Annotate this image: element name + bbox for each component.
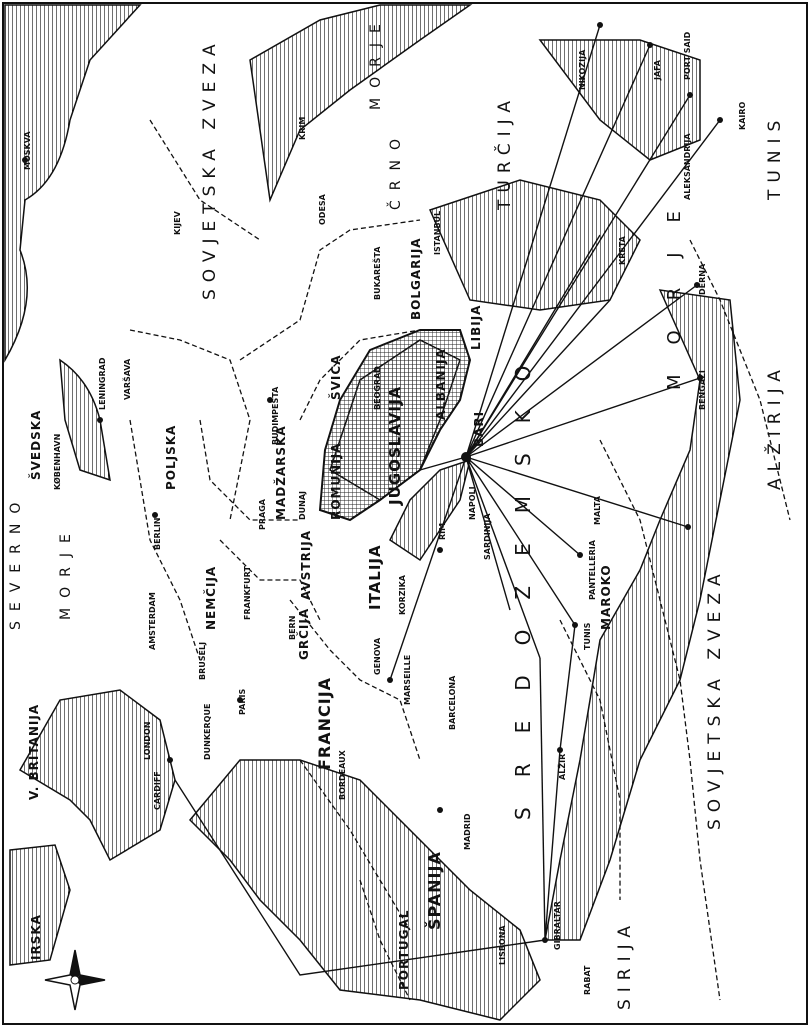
city-krim: KRIM: [298, 117, 307, 140]
label-austria: AVSTRIJA: [299, 530, 313, 600]
yugoslavia-region: [318, 329, 472, 522]
label-black-sea-2: MORJE: [368, 14, 384, 110]
city-port-said: PORT SAID: [683, 31, 692, 80]
city-gibraltar: GIBRALTAR: [553, 901, 562, 950]
label-albania: ALBANIJA: [434, 348, 448, 420]
label-med-2: MORJE: [664, 181, 685, 390]
city-aleksandrija: ALEKSANDRIJA: [683, 133, 692, 200]
city-rabat: RABAT: [583, 965, 592, 995]
city-budimpesta: BUDIMPEŠTA: [269, 386, 280, 445]
city-pantelleria: PANTELLERIA: [588, 539, 597, 600]
label-med-1: SREDOZEMSKO: [511, 336, 535, 820]
city-odesa: ODESA: [318, 193, 327, 225]
label-germany: NEMČIJA: [203, 566, 218, 630]
city-barcelona: BARCELONA: [448, 675, 457, 730]
label-portugal: PORTUGAL: [397, 910, 411, 990]
label-switzerland: GRČIJA: [296, 608, 311, 660]
city-moskva: MOSKVA: [23, 131, 32, 170]
borders: [129, 119, 791, 1001]
compass-rose-icon: [44, 949, 106, 1011]
label-algeria: SOVJETSKA ZVEZA: [705, 567, 725, 830]
label-italy: ITALIJA: [366, 544, 384, 610]
city-bruselj: BRUSELJ: [198, 642, 207, 680]
label-ireland: IRSKA: [29, 914, 43, 960]
label-north-sea-2: MORJE: [58, 524, 74, 620]
label-black-sea-1: ČRNO: [386, 129, 404, 210]
label-czech: MADŽARSKA: [273, 425, 288, 520]
label-romania: ŠVICA: [328, 355, 343, 401]
city-genova: GENOVA: [373, 637, 382, 675]
city-cardiff: CARDIFF: [153, 771, 162, 810]
city-madrid: MADRID: [463, 813, 472, 850]
city-jafa: JAFA: [653, 59, 662, 81]
city-bengazi: BENGAZI: [698, 370, 707, 410]
label-bulgaria: BOLGARIJA: [409, 237, 423, 320]
city-sardinija: SARDINIJA: [483, 513, 492, 560]
label-britain: V. BRITANIJA: [27, 704, 41, 800]
city-amsterdam: AMSTERDAM: [148, 592, 157, 650]
city-bordeaux: BORDEAUX: [338, 749, 347, 800]
city-berlin: BERLIN: [153, 518, 162, 551]
city-lisbona: LISBONA: [498, 925, 507, 965]
city-tunis: TUNIS: [583, 622, 592, 650]
city-bukaresta: BUKAREŠTA: [371, 246, 382, 300]
city-bern: BERN: [288, 616, 297, 640]
city-rim: RIM: [438, 523, 447, 540]
city-kreta: KRETA: [618, 235, 627, 265]
city-dunaj: DUNAJ: [298, 491, 307, 520]
city-kobenhavn: KØBENHAVN: [52, 434, 62, 490]
city-frankfurt: FRANKFURT: [243, 566, 252, 620]
label-ussr: SOVJETSKA ZVEZA: [200, 37, 220, 300]
label-yugoslavia: JUGOSLAVIJA: [386, 386, 404, 506]
label-greece: LIBIJA: [469, 305, 483, 350]
label-france: FRANCIJA: [315, 677, 334, 770]
label-tunisia: MAROKO: [599, 564, 613, 630]
city-dots: [22, 22, 723, 943]
label-egypt: TUNIS: [765, 114, 785, 201]
label-poland: POLJSKA: [164, 425, 178, 490]
label-bari-hub: BARI: [472, 411, 486, 447]
label-morocco: SIRIJA: [615, 919, 635, 1010]
label-spain: ŠPANIJA: [425, 851, 444, 930]
city-marseille: MARSEILLE: [403, 655, 412, 705]
city-istanbul: ISTANBUL: [433, 211, 442, 255]
city-derna: DERNA: [698, 263, 707, 295]
city-kairo: KAIRO: [738, 101, 747, 130]
city-napoli: NAPOLI: [468, 486, 477, 520]
routes: [174, 24, 721, 976]
city-beograd: BEOGRAD: [373, 366, 382, 410]
label-north-sea-1: SEVERNO: [8, 493, 24, 630]
label-sweden: ŠVEDSKA: [28, 410, 43, 480]
city-london: LONDON: [143, 722, 152, 760]
label-turkey: TURČIJA: [493, 94, 515, 211]
city-nikozija: NIKOZIJA: [578, 49, 587, 90]
city-alzir: ALŽIR: [556, 754, 567, 780]
city-paris: PARIS: [238, 689, 247, 715]
city-korzika: KORZIKA: [398, 574, 407, 615]
city-leningrad: LENINGRAD: [98, 357, 107, 410]
city-malta: MALTA: [593, 495, 602, 525]
label-libya: ALŽIRIJA: [763, 363, 785, 490]
city-kijev: KIJEV: [173, 210, 182, 235]
city-praga: PRAGA: [258, 498, 267, 530]
city-dunkerque: DUNKERQUE: [203, 704, 212, 760]
city-varsava: VARŠAVA: [121, 358, 132, 400]
label-hungary: ROMUNIJA: [329, 443, 343, 520]
